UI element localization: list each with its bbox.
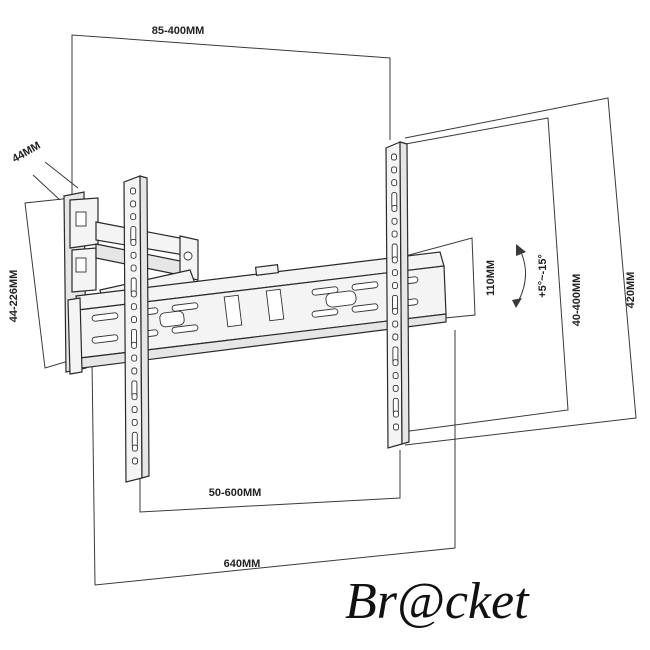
bracket-hole — [131, 367, 138, 375]
vertical-vesa-frame — [399, 117, 569, 433]
width-label: 640MM — [224, 558, 261, 570]
bracket-hole — [131, 341, 138, 349]
width-frame — [91, 330, 456, 586]
bracket-hole — [130, 290, 137, 298]
horizontal-rail — [67, 251, 447, 375]
brand-logo: Br@cket — [345, 573, 530, 630]
bracket-hole — [131, 393, 138, 401]
horizontal-vesa-frame — [139, 450, 401, 513]
bracket-hole — [392, 333, 399, 341]
right-vertical-bracket — [385, 141, 410, 449]
tilt-arrow-icon — [512, 244, 526, 308]
tilt-range-label: +5°~-15° — [537, 254, 549, 298]
bracket-hole — [130, 251, 137, 259]
bracket-hole — [131, 444, 138, 452]
bracket-hole — [131, 406, 138, 414]
wall-plate-depth-label: 44MM — [10, 140, 42, 166]
bracket-hole — [391, 153, 397, 161]
bracket-hole — [391, 269, 398, 277]
bracket-hole — [392, 372, 399, 380]
bracket-hole — [391, 230, 398, 238]
arm-height-frame — [404, 97, 637, 446]
bracket-hole — [392, 282, 398, 290]
bracket-hole — [391, 179, 398, 187]
bracket-hole — [391, 256, 398, 264]
top-depth-frame — [71, 34, 391, 205]
bracket-hole — [393, 423, 399, 431]
bracket-hole — [132, 457, 138, 465]
bracket-hole — [131, 354, 138, 362]
bracket-hole — [131, 316, 137, 324]
bracket-hole — [130, 238, 137, 246]
top-depth-label: 85-400MM — [152, 25, 205, 37]
rail-height-label: 110MM — [485, 260, 497, 296]
rail-height-frame — [397, 237, 476, 319]
horizontal-vesa-label: 50-600MM — [209, 487, 262, 499]
bracket-hole — [392, 307, 399, 315]
bracket-hole — [391, 166, 398, 174]
bracket-hole — [392, 320, 399, 328]
bracket-hole — [392, 359, 399, 367]
bracket-hole — [391, 204, 398, 212]
arm-height-label: 420MM — [625, 272, 637, 309]
bracket-hole — [392, 410, 399, 418]
vertical-vesa-label: 40-400MM — [571, 274, 583, 327]
bracket-hole — [130, 264, 137, 272]
left-vertical-bracket — [123, 175, 150, 483]
bracket-hole — [131, 418, 138, 426]
bracket-hole — [130, 200, 137, 208]
bracket-hole — [392, 384, 399, 392]
bracket-hole — [391, 217, 398, 225]
wall-plate-height-label: 44-226MM — [8, 270, 20, 323]
bracket-hole — [130, 213, 137, 221]
bracket-hole — [130, 187, 136, 195]
bracket-hole — [130, 303, 137, 311]
wall-plate-frame — [24, 161, 79, 369]
